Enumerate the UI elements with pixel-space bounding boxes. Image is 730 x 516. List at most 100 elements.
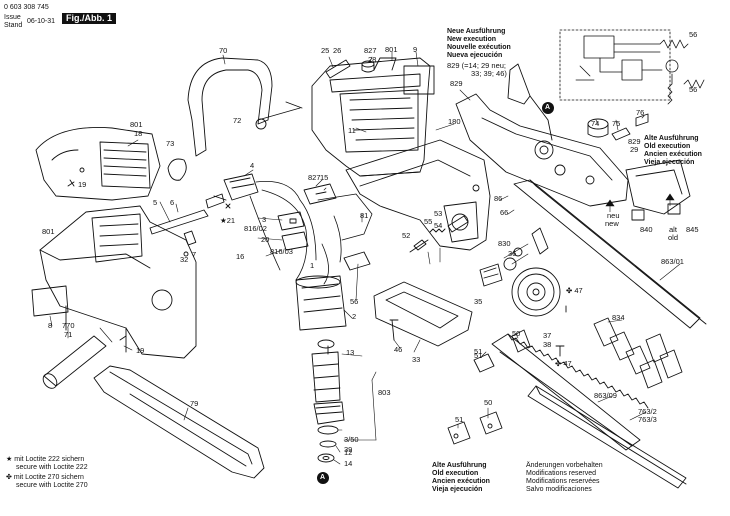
old-execution-bottom-es: Vieja ejecución <box>432 486 483 493</box>
part-label: 801 <box>130 120 143 129</box>
part-label: 801 <box>385 45 398 54</box>
marker-a-top-label: A <box>545 104 551 111</box>
part-label: ✤ 47 <box>555 359 572 368</box>
part-label: 36 <box>508 249 517 258</box>
tooth-blocks-834 <box>593 317 683 389</box>
part-label: 66 <box>500 208 509 217</box>
part-label: 816/02 <box>244 224 267 233</box>
part-label: 180 <box>448 117 461 126</box>
modifications-de: Änderungen vorbehalten <box>526 462 603 469</box>
part-label: 51 <box>455 415 464 424</box>
part-label: 20 <box>261 235 270 244</box>
part-label: 3 <box>262 215 267 224</box>
armature-803 <box>311 345 345 425</box>
part-label: 16 <box>236 252 245 261</box>
part-label: 1 <box>310 261 315 270</box>
saw-blade-863-01 <box>513 179 707 329</box>
part-label: 763/3 <box>638 415 657 424</box>
old-label-de: alt <box>669 225 677 234</box>
old-execution-bottom-en: Old execution <box>432 470 479 477</box>
gear-carrier-plate <box>455 63 629 207</box>
part-label: 15 <box>320 173 329 182</box>
part-label: 54 <box>434 221 443 230</box>
old-execution-bottom-fr: Ancien exécution <box>432 478 490 485</box>
old-execution-de: Alte Ausführung <box>644 135 699 142</box>
part-label: 50 <box>484 398 493 407</box>
new-execution-de: Neue Ausführung <box>447 28 506 35</box>
arrow-old <box>605 199 615 212</box>
modifications-fr: Modifications reservées <box>526 478 600 485</box>
wiring <box>249 181 373 285</box>
part-label: 14 <box>344 459 353 468</box>
part-label: 33 <box>412 355 421 364</box>
part-label: 19 <box>136 346 145 355</box>
small-screws <box>67 179 567 357</box>
housing-801-lower <box>39 205 197 359</box>
part-label: 51 <box>474 351 483 360</box>
part-label: 56 <box>689 30 698 39</box>
part-label: 26 <box>333 46 342 55</box>
issue-label: Issue <box>4 14 21 21</box>
circuit-schematic <box>559 29 705 105</box>
doc-number: 0 603 308 745 <box>4 4 49 11</box>
base-plate-79 <box>93 365 265 479</box>
arrow-new <box>665 193 675 206</box>
part-label: 816/03 <box>270 247 293 256</box>
part-label: 13 <box>346 348 355 357</box>
part-label: 18 <box>134 129 143 138</box>
small-parts-left <box>149 173 259 257</box>
marker-a-bottom-label: A <box>320 474 326 481</box>
legend-loctite-270-en: secure with Loctite 270 <box>16 482 88 489</box>
part-label: 70 <box>219 46 228 55</box>
part-label: 71 <box>64 330 73 339</box>
guide-rail-834 <box>491 333 649 451</box>
leader-lines <box>49 51 681 465</box>
brush-holder-816 <box>277 211 309 251</box>
part-label: 50 <box>512 329 521 338</box>
part-label: 35 <box>474 297 483 306</box>
blade-guide-840 <box>531 227 549 255</box>
cover-801-left <box>35 127 161 201</box>
part-label: 55 <box>424 217 433 226</box>
pins-52-55 <box>409 215 469 253</box>
part-label: 6 <box>170 198 175 207</box>
legend-loctite-222-en: secure with Loctite 222 <box>16 464 88 471</box>
pressure-plate-33 <box>373 281 473 347</box>
part-label: 4 <box>250 161 255 170</box>
pad-8 <box>31 285 69 317</box>
part-label: 19 <box>78 180 87 189</box>
part-label: 76 <box>636 108 645 117</box>
part-label: 25 <box>321 46 330 55</box>
part-label: 8 <box>48 321 53 330</box>
part-label: 46 <box>394 345 403 354</box>
part-label: 28 <box>368 55 377 64</box>
new-execution-fr: Nouvelle exécution <box>447 44 511 51</box>
cross-flower-icon: ✤ <box>6 474 14 481</box>
legend-loctite-270: ✤ mit Loctite 270 sichern <box>6 474 84 481</box>
guide-rail-863-09 <box>527 385 687 489</box>
knob-74 <box>587 113 649 141</box>
marker-a-bottom <box>317 472 329 484</box>
legend-loctite-222-de: mit Loctite 222 sichern <box>14 456 85 463</box>
part-label: 74 <box>591 119 600 128</box>
part-label: 3/50 <box>344 435 359 444</box>
part-label: 52 <box>402 231 411 240</box>
part-label: 829 (=14; 29 neu; <box>447 61 507 70</box>
part-label: 2 <box>352 312 357 321</box>
part-label: 863/09 <box>594 391 617 400</box>
part-label: 9 <box>413 45 418 54</box>
part-label: 827 <box>364 46 377 55</box>
part-label: 39 <box>344 445 353 454</box>
part-label: 12 <box>344 448 353 457</box>
legend-loctite-222: ★ mit Loctite 222 sichern <box>6 456 84 463</box>
part-label: 845 <box>686 225 699 234</box>
star-icon: ★ <box>6 456 15 463</box>
figure-label: Fig./Abb. 1 <box>62 13 116 24</box>
modifications-en: Modifications reserved <box>526 470 597 477</box>
marker-a-top <box>542 102 554 114</box>
screw-46 <box>389 319 399 341</box>
part-label: 840 <box>640 225 653 234</box>
stand-label: Stand <box>4 22 23 29</box>
part-label: 73 <box>166 139 175 148</box>
